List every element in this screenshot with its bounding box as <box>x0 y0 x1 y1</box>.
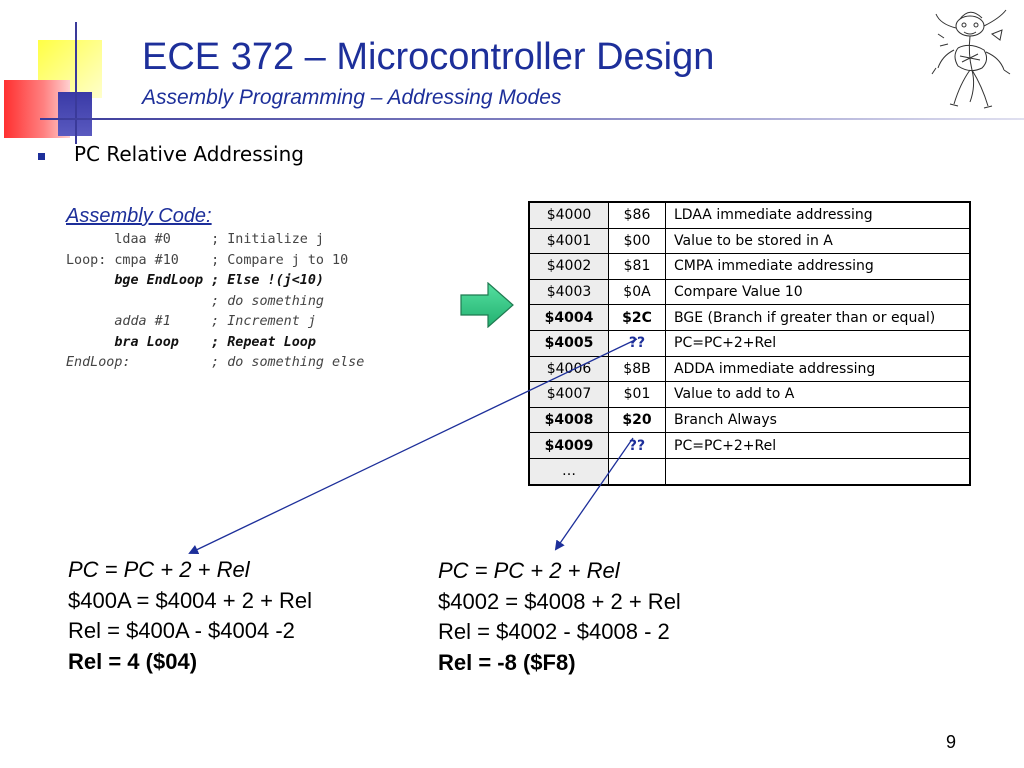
mem-value <box>608 457 666 486</box>
mem-address: $4001 <box>528 227 609 255</box>
mem-value: $01 <box>608 381 666 408</box>
slide-subtitle: Assembly Programming – Addressing Modes <box>142 86 562 109</box>
calc-left-line3: Rel = $400A - $4004 -2 <box>68 618 295 643</box>
mem-value: $0A <box>608 278 666 306</box>
bullet-pc-relative: PC Relative Addressing <box>74 142 304 166</box>
mem-description: Value to be stored in A <box>665 227 971 255</box>
mem-address: $4000 <box>528 201 609 229</box>
calc-left-line2: $400A = $4004 + 2 + Rel <box>68 587 313 613</box>
mem-description <box>665 457 971 486</box>
code-line: Loop: cmpa #10 ; Compare j to 10 <box>66 252 349 268</box>
table-row: $4003 $0A Compare Value 10 <box>528 278 971 306</box>
mem-address: $4004 <box>528 304 609 331</box>
mem-value: $8B <box>608 355 666 383</box>
memory-table: $4000 $86 LDAA immediate addressing $400… <box>528 201 971 486</box>
table-row: … <box>528 457 971 486</box>
code-line: bra Loop ; Repeat Loop <box>66 334 316 350</box>
table-row: $4007 $01 Value to add to A <box>528 381 971 408</box>
mem-address: $4003 <box>528 278 609 306</box>
table-row: $4001 $00 Value to be stored in A <box>528 227 971 255</box>
table-row: $4005 ?? PC=PC+2+Rel <box>528 329 971 357</box>
mem-description: LDAA immediate addressing <box>665 201 971 229</box>
bullet-marker <box>38 153 45 160</box>
mem-address: … <box>528 457 609 486</box>
table-row: $4004 $2C BGE (Branch if greater than or… <box>528 304 971 331</box>
mem-description: PC=PC+2+Rel <box>665 329 971 357</box>
calc-right-formula: PC = PC + 2 + Rel <box>438 558 620 583</box>
slide-title: ECE 372 – Microcontroller Design <box>142 36 715 78</box>
table-row: $4008 $20 Branch Always <box>528 406 971 434</box>
mem-value: $20 <box>608 406 666 434</box>
mem-value: ?? <box>608 329 666 357</box>
table-row: $4006 $8B ADDA immediate addressing <box>528 355 971 383</box>
mem-value: $00 <box>608 227 666 255</box>
assembly-code-label: Assembly Code: <box>66 205 212 227</box>
calc-right: PC = PC + 2 + Rel $4002 = $4008 + 2 + Re… <box>438 556 681 678</box>
mem-description: Compare Value 10 <box>665 278 971 306</box>
mem-address: $4009 <box>528 432 609 459</box>
mem-address: $4006 <box>528 355 609 383</box>
mem-description: CMPA immediate addressing <box>665 253 971 280</box>
page-number: 9 <box>946 732 957 752</box>
mem-address: $4008 <box>528 406 609 434</box>
mem-address: $4005 <box>528 329 609 357</box>
mem-value: $86 <box>608 201 666 229</box>
code-line: bge EndLoop ; Else !(j<10) <box>66 273 324 288</box>
doodle-illustration <box>931 9 1011 109</box>
mem-description: Branch Always <box>665 406 971 434</box>
table-row: $4009 ?? PC=PC+2+Rel <box>528 432 971 459</box>
code-line: EndLoop: ; do something else <box>66 355 365 370</box>
calc-right-result: Rel = -8 ($F8) <box>438 649 576 675</box>
code-line: ldaa #0 ; Initialize j <box>66 232 324 247</box>
mem-value: $81 <box>608 253 666 280</box>
mem-value: ?? <box>608 432 666 459</box>
mem-description: PC=PC+2+Rel <box>665 432 971 459</box>
table-row: $4002 $81 CMPA immediate addressing <box>528 253 971 280</box>
decor-vertical-line <box>75 22 77 144</box>
mem-address: $4002 <box>528 253 609 280</box>
assembly-code-block: ldaa #0 ; Initialize j Loop: cmpa #10 ; … <box>66 230 364 374</box>
right-arrow-icon <box>460 282 514 328</box>
code-line: adda #1 ; Increment j <box>66 314 316 329</box>
calc-right-line2: $4002 = $4008 + 2 + Rel <box>438 588 681 614</box>
mem-value: $2C <box>608 304 666 331</box>
decor-horizontal-line <box>40 118 1024 120</box>
table-row: $4000 $86 LDAA immediate addressing <box>528 201 971 229</box>
calc-left-formula: PC = PC + 2 + Rel <box>68 557 250 582</box>
mem-description: BGE (Branch if greater than or equal) <box>665 304 971 331</box>
mem-address: $4007 <box>528 381 609 408</box>
code-line: ; do something <box>66 293 324 309</box>
calc-left: PC = PC + 2 + Rel $400A = $4004 + 2 + Re… <box>68 555 312 677</box>
mem-description: Value to add to A <box>665 381 971 408</box>
calc-right-line3: Rel = $4002 - $4008 - 2 <box>438 619 670 644</box>
mem-description: ADDA immediate addressing <box>665 355 971 383</box>
calc-left-result: Rel = 4 ($04) <box>68 648 198 674</box>
